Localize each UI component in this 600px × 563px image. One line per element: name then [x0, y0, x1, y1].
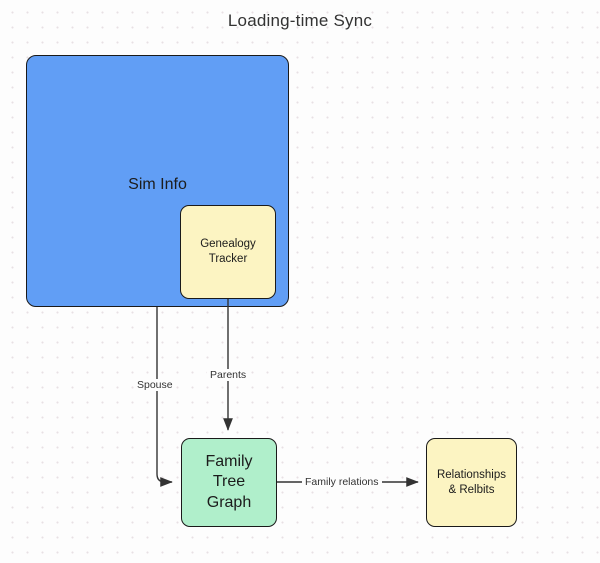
node-relationships-relbits-line1: Relationships: [436, 468, 507, 481]
node-sim-info-label: Sim Info: [128, 176, 187, 193]
node-relationships-relbits-label: Relationships & Relbits: [437, 468, 506, 497]
edge-label-family-relations: Family relations: [302, 476, 382, 488]
node-genealogy-tracker-line2: Tracker: [208, 253, 248, 265]
node-family-tree-graph-line1: Family: [205, 452, 253, 470]
edge-label-parents: Parents: [207, 369, 250, 381]
node-family-tree-graph[interactable]: Family Tree Graph: [181, 438, 277, 527]
node-family-tree-graph-line2: Tree: [212, 473, 246, 491]
node-relationships-relbits[interactable]: Relationships & Relbits: [426, 438, 517, 527]
node-genealogy-tracker-label: Genealogy Tracker: [200, 237, 256, 266]
node-relationships-relbits-line2: & Relbits: [448, 483, 495, 496]
node-family-tree-graph-label: Family Tree Graph: [205, 452, 252, 513]
node-genealogy-tracker[interactable]: Genealogy Tracker: [180, 205, 276, 299]
edge-spouse-path: [156, 307, 173, 487]
edge-label-spouse: Spouse: [134, 379, 176, 391]
node-family-tree-graph-line3: Graph: [206, 493, 252, 511]
diagram-title: Loading-time Sync: [227, 11, 373, 30]
node-genealogy-tracker-line1: Genealogy: [200, 238, 256, 251]
